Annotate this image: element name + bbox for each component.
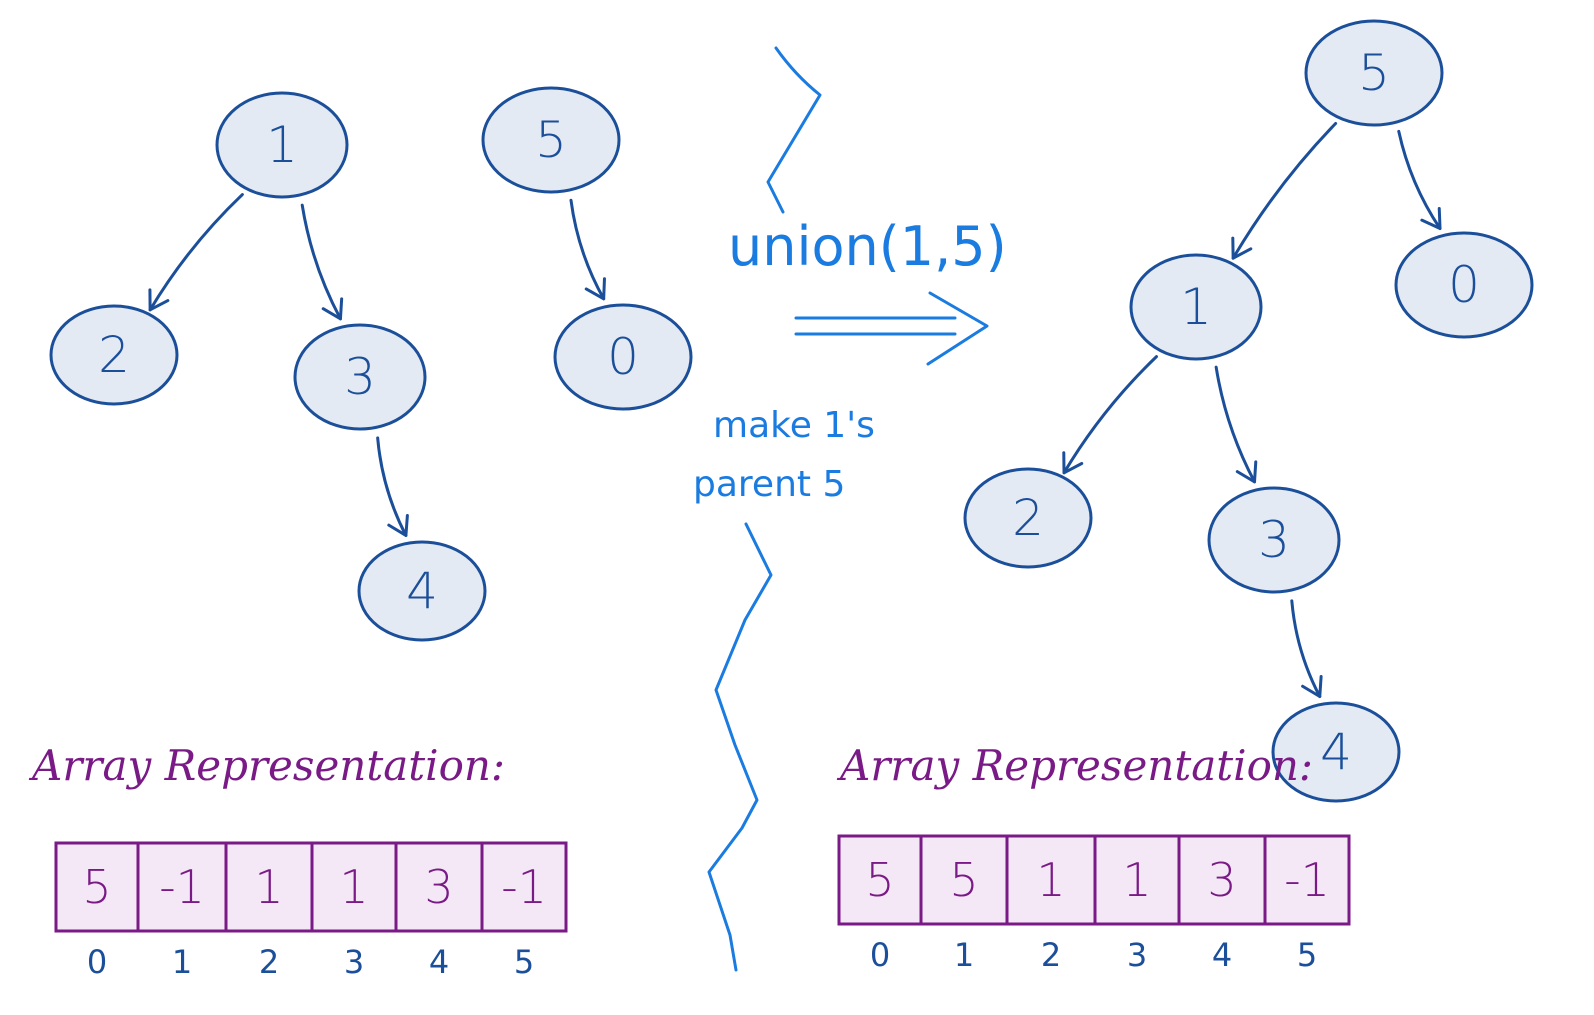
node-ellipse [357, 540, 487, 642]
node-label: 1 [266, 116, 298, 174]
array-index-label: 3 [1127, 936, 1147, 974]
node-1: 1 [215, 91, 349, 199]
array-cell-2: 12 [224, 841, 314, 981]
node-ellipse [1394, 231, 1534, 339]
operation-label: union(1,5) [728, 215, 1007, 278]
array-index-label: 2 [259, 943, 279, 981]
after-tree-nodes: 5 1 0 2 3 4 [963, 19, 1534, 803]
array-index-label: 4 [1212, 936, 1232, 974]
node-3: 3 [1207, 486, 1341, 594]
edge-b3-b4 [376, 436, 409, 537]
array-index-label: 4 [429, 943, 449, 981]
node-1: 1 [1129, 253, 1263, 361]
node-ellipse [49, 304, 179, 406]
array-cell-value: 5 [949, 853, 978, 907]
array-index-label: 2 [1041, 936, 1061, 974]
node-2: 2 [963, 467, 1093, 569]
array-cell-0: 50 [837, 834, 923, 974]
edge-a3-a4 [1290, 599, 1323, 699]
array-cell-value: 1 [254, 860, 283, 914]
edge-b5-b0 [569, 198, 606, 301]
array-cell-value: -1 [501, 860, 547, 914]
node-label: 2 [1012, 489, 1044, 547]
node-ellipse [1129, 253, 1263, 361]
node-label: 3 [344, 348, 376, 406]
node-ellipse [481, 86, 621, 194]
node-label: 2 [98, 326, 130, 384]
array-cell-1: -1 1 [136, 841, 228, 981]
node-ellipse [215, 91, 349, 199]
array-cell-value: -1 [1284, 853, 1330, 907]
operation-note-line1: make 1's [713, 405, 875, 446]
array-index-label: 0 [870, 936, 890, 974]
node-ellipse [553, 303, 693, 411]
node-label: 0 [1448, 256, 1480, 314]
array-index-label: 5 [1297, 936, 1317, 974]
array-cell-4: 34 [394, 841, 484, 981]
node-4: 4 [357, 540, 487, 642]
node-5: 5 [481, 86, 621, 194]
array-cell-2: 12 [1005, 834, 1097, 974]
node-2: 2 [49, 304, 179, 406]
before-tree-edges [148, 193, 606, 537]
array-cell-value: 3 [424, 860, 453, 914]
node-0: 0 [1394, 231, 1534, 339]
divider-bottom-squiggle [707, 522, 773, 972]
array-cell-3: 13 [310, 841, 398, 981]
edge-a1-a2 [1062, 355, 1158, 475]
array-cell-1: 51 [919, 834, 1009, 974]
after-array-title: Array Representation: [836, 741, 1313, 790]
node-label: 0 [607, 328, 639, 386]
node-0: 0 [553, 303, 693, 411]
array-cell-value: 1 [339, 860, 368, 914]
array-cell-5: -1 5 [480, 841, 568, 981]
node-label: 4 [406, 562, 438, 620]
implies-arrow [794, 291, 989, 366]
array-cell-value: 5 [82, 860, 111, 914]
edge-a5-a1 [1231, 121, 1338, 260]
array-cell-value: 5 [865, 853, 894, 907]
node-label: 1 [1180, 278, 1212, 336]
before-array-title: Array Representation: [28, 741, 505, 790]
array-index-label: 3 [344, 943, 364, 981]
node-ellipse [1304, 19, 1444, 127]
array-cell-value: 3 [1207, 853, 1236, 907]
node-label: 3 [1258, 511, 1290, 569]
array-index-label: 1 [172, 943, 192, 981]
array-cell-value: 1 [1122, 853, 1151, 907]
array-index-label: 1 [954, 936, 974, 974]
node-5: 5 [1304, 19, 1444, 127]
operation-note-line2: parent 5 [693, 464, 845, 505]
node-label: 5 [535, 111, 567, 169]
node-ellipse [1207, 486, 1341, 594]
array-cell-4: 34 [1177, 834, 1267, 974]
edge-a1-a3 [1214, 365, 1258, 484]
node-ellipse [1271, 701, 1401, 803]
node-ellipse [963, 467, 1093, 569]
array-cell-value: 1 [1036, 853, 1065, 907]
array-cell-value: -1 [159, 860, 205, 914]
edge-b1-b3 [300, 203, 344, 321]
array-cell-3: 13 [1093, 834, 1181, 974]
array-cell-5: -1 5 [1263, 834, 1351, 974]
edge-b1-b2 [148, 193, 244, 312]
after-tree-edges [1062, 121, 1442, 699]
edge-a5-a0 [1397, 129, 1442, 231]
before-tree-nodes: 1 2 3 4 5 0 [49, 86, 693, 642]
node-3: 3 [293, 323, 427, 431]
array-index-label: 5 [514, 943, 534, 981]
array-cell-0: 50 [54, 841, 140, 981]
divider-top-squiggle [766, 46, 822, 214]
node-ellipse [293, 323, 427, 431]
node-4: 4 [1271, 701, 1401, 803]
array-index-label: 0 [87, 943, 107, 981]
node-label: 5 [1358, 44, 1390, 102]
node-label: 4 [1320, 723, 1352, 781]
